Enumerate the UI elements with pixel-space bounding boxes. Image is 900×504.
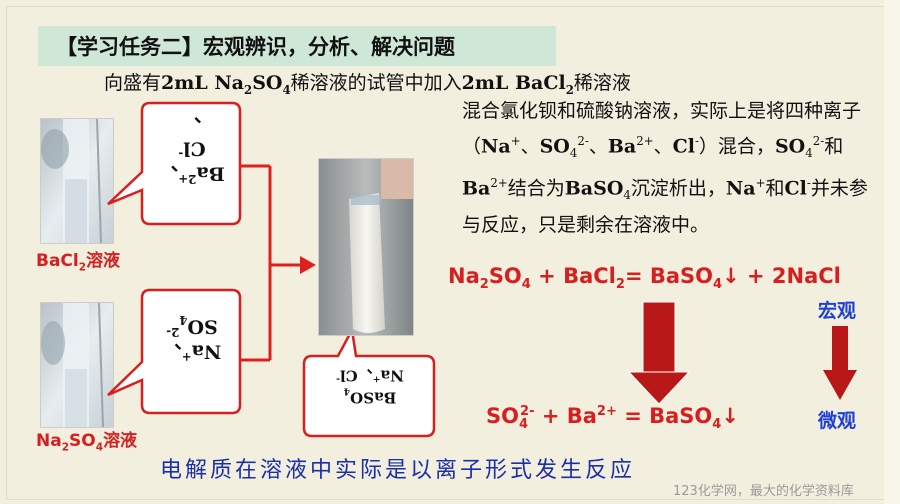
macro-micro-small-arrow	[823, 326, 857, 400]
text: 2	[61, 441, 70, 454]
text: SO	[488, 264, 522, 288]
bacl2-ion-bubble	[107, 101, 242, 226]
text: SO	[69, 431, 96, 451]
text: + Ba	[534, 404, 597, 428]
text: Cl	[784, 177, 807, 200]
text: ↓ + 2NaCl	[722, 264, 841, 288]
text: ↓	[721, 404, 739, 428]
macro-label: 宏观	[818, 300, 857, 322]
text: 和	[824, 135, 844, 158]
text: = BaSO	[624, 264, 713, 288]
text: 2+	[596, 404, 617, 419]
text: -	[694, 134, 699, 148]
mixing-arrow-head	[300, 256, 316, 274]
text: 和	[765, 177, 785, 200]
mixing-connector	[240, 164, 300, 362]
watermark: 123化学网，最大的化学资料库	[673, 484, 854, 499]
text: 2	[479, 277, 489, 293]
micro-label: 微观	[818, 410, 857, 432]
text: ）混合，	[698, 135, 775, 158]
text: 稀溶液	[573, 72, 631, 94]
task-title-banner: 【学习任务二】宏观辨识，分析、解决问题	[38, 26, 556, 66]
conclusion-text: 电解质在溶液中实际是以离子形式发生反应	[160, 458, 636, 483]
text: Na	[725, 177, 756, 200]
task-title: 【学习任务二】宏观辨识，分析、解决问题	[56, 35, 455, 59]
experiment-description: 向盛有2mL Na2SO4稀溶液的试管中加入2mL BaCl2稀溶液	[104, 68, 631, 97]
text: BaSO	[564, 177, 624, 200]
text: 2mL Na	[161, 72, 244, 94]
text: 4	[623, 188, 631, 203]
text: 2+	[636, 134, 654, 148]
text: 2	[565, 82, 574, 97]
text: +	[755, 176, 766, 191]
text: 结合为	[507, 177, 565, 200]
text: SO	[486, 404, 519, 428]
text: Ba	[607, 135, 637, 158]
slide-edge	[884, 0, 900, 504]
text: 2-	[577, 134, 589, 148]
text: 4	[805, 146, 813, 161]
bacl2-label: BaCl2溶液	[36, 246, 120, 273]
text: 2-	[812, 134, 825, 148]
explanation-text: 混合氯化钡和硫酸钠溶液，实际上是将四种离子（Na+、SO42-、Ba2+、Cl-…	[462, 96, 882, 240]
text: 4	[95, 441, 104, 454]
text: 沉淀析出，	[630, 177, 726, 200]
text: 4	[282, 82, 291, 97]
text: 、	[588, 135, 608, 158]
text: 4	[521, 277, 531, 293]
text: = BaSO	[616, 404, 713, 428]
macro-to-micro-arrow	[627, 301, 691, 405]
text: 并未参与反应，只是剩余在溶液中。	[462, 177, 868, 237]
macro-equation: Na2SO4 + BaCl2= BaSO4↓ + 2NaCl	[448, 264, 841, 292]
text: 4	[713, 277, 723, 293]
text: 混合氯化钡和硫酸钠溶液，实际上是将四种离子（	[462, 100, 862, 158]
text: 2+	[490, 176, 508, 191]
text: Cl	[672, 135, 695, 158]
text: 4	[518, 417, 529, 433]
result-ion-bubble	[302, 326, 436, 438]
text: 2	[78, 261, 87, 274]
text: 溶液	[86, 251, 121, 271]
text: SO	[252, 72, 283, 94]
text: 、	[520, 135, 540, 158]
text: 向盛有	[104, 72, 162, 94]
na2so4-ion-bubble	[107, 288, 242, 415]
text: -	[806, 176, 811, 191]
text: 2	[615, 277, 625, 293]
text: 、	[653, 135, 673, 158]
text: 4	[712, 417, 722, 433]
text: 溶液	[103, 431, 138, 451]
text: Na	[448, 264, 480, 288]
text: BaCl	[36, 251, 79, 271]
text: Na	[481, 135, 511, 158]
na2so4-label: Na2SO4溶液	[36, 426, 137, 453]
text: +	[510, 134, 521, 148]
text: 2	[244, 82, 253, 97]
text: SO	[539, 135, 570, 158]
text: SO	[774, 135, 806, 158]
text: 稀溶液的试管中加入	[290, 72, 462, 94]
ionic-equation: SO42- + Ba2+ = BaSO4↓	[486, 404, 739, 432]
text: Na	[36, 431, 62, 451]
precipitate-tube-photo	[318, 158, 414, 336]
bacl2-tube-photo	[40, 118, 114, 244]
text: + BaCl	[530, 264, 616, 288]
text: 4	[569, 146, 578, 161]
na2so4-tube-photo	[40, 302, 114, 428]
text: 2mL BaCl	[461, 72, 566, 94]
text: 2-	[520, 404, 535, 419]
text: Ba	[462, 177, 491, 200]
